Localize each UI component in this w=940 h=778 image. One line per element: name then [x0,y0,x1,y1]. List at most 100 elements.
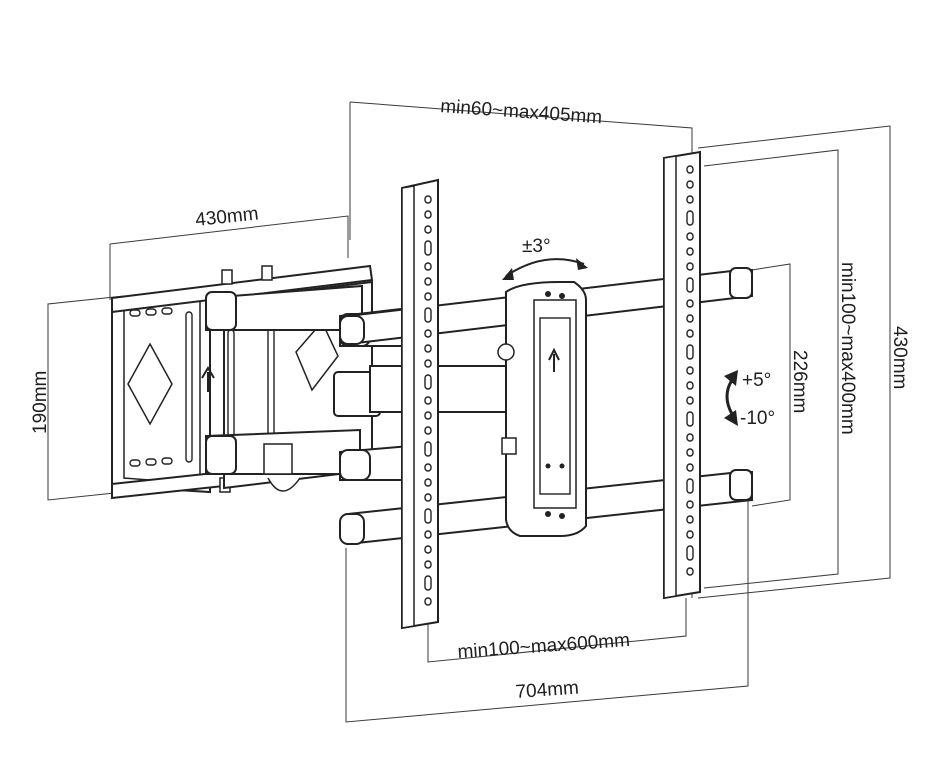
bracket-hole [686,366,694,375]
wall-plate-top-flange [111,264,374,314]
lower-rail-left-cap [339,513,365,545]
cable-clip [267,477,301,492]
swivel-arrow-head [502,268,514,280]
bracket-hole [686,277,694,293]
screw-hole [545,511,551,517]
swivel-arrow [502,258,588,280]
bracket-hole [686,165,694,174]
up-arrow-icon [548,347,560,372]
bracket-hole [686,210,694,226]
plate-slot [129,459,141,467]
tilt-plate-window [539,317,571,495]
bolt-icon [221,269,233,285]
tilt-lock-nut [501,437,517,455]
bracket-hole [424,225,432,234]
lower-arm-end-cap [339,449,371,481]
bracket-hole [424,396,432,405]
bracket-hole [424,329,432,338]
bracket-hole [686,329,694,338]
bracket-hole [424,426,432,435]
bracket-hole [686,545,694,561]
bracket-hole [424,411,432,420]
bracket-hole [424,240,432,256]
bracket-hole [424,195,432,204]
bracket-hole [424,359,432,368]
bracket-hole [424,441,432,457]
bracket-hole [424,597,432,606]
depth-range-label: min60~max405mm [440,96,603,128]
plate-slot [145,308,157,316]
tilt-arrow-head-down [724,410,738,426]
vesa-vertical-frame [703,149,839,589]
bracket-hole [686,396,694,405]
bracket-hole [424,463,432,472]
bracket-hole [424,344,432,353]
bracket-hole [686,478,694,494]
rail-spacing-label: 226mm [789,350,810,413]
bracket-hole [686,381,694,390]
bracket-hole [424,292,432,301]
middle-arm [369,365,521,413]
bracket-hole [424,560,432,569]
screw-hole [559,293,565,299]
total-width-frame [345,500,749,723]
bracket-hole [686,530,694,539]
bracket-hole [686,247,694,256]
tilt-plate [497,281,587,537]
bracket-height-frame [697,125,891,599]
bracket-hole [424,508,432,524]
bracket-hole [424,374,432,390]
upper-arm-knuckle [205,291,237,331]
bracket-hole [686,433,694,442]
tilt-down-label: -10° [740,408,775,429]
bracket-hole [686,262,694,271]
plate-slot [145,458,157,466]
bracket-hole [686,232,694,241]
vesa-horizontal-frame [427,598,687,663]
wallplate-height-frame [47,295,125,501]
tilt-arrow-curve [725,379,734,415]
bracket-hole [686,463,694,472]
plate-vertical-slot [185,311,193,463]
upper-rail-end-cap [729,267,753,299]
bracket-hole [424,210,432,219]
bracket-height-label: 430mm [889,326,910,389]
tilt-arrow-head-up [724,370,738,386]
tilt-up-label: +5° [742,370,771,391]
tilt-knob [497,343,515,361]
bracket-hole [424,277,432,286]
bracket-hole [686,180,694,189]
vesa-vertical-label: min100~max400mm [837,262,858,435]
left-tv-bracket [401,178,439,630]
bolt-icon [261,265,273,281]
bracket-hole [686,411,694,427]
bracket-hole [686,314,694,323]
screw-hole [545,463,551,469]
up-arrow-icon [201,366,215,392]
lower-rail-end-cap [729,469,753,501]
wall-plate-width-label: 430mm [194,203,259,231]
bracket-hole [686,299,694,308]
bracket-hole [686,515,694,524]
bracket-hole [424,478,432,487]
screw-hole [559,463,565,469]
hinge-diamond-cutout [295,320,339,392]
hinge-slot [227,329,235,451]
right-tv-bracket [663,150,701,600]
bracket-hole [686,448,694,457]
bracket-hole [686,567,694,576]
swivel-arrow-head [576,258,588,270]
bracket-hole [424,493,432,502]
bracket-hole [424,530,432,539]
swivel-arrow-curve [505,258,585,277]
bracket-hole [424,262,432,271]
arm-clamp [263,443,293,475]
rail-spacing-frame [751,263,791,507]
bracket-hole [424,545,432,554]
screw-hole [559,513,565,519]
left-bracket-edge [401,185,415,629]
hinge-slot [267,325,275,447]
swivel-label: ±3° [522,236,551,257]
